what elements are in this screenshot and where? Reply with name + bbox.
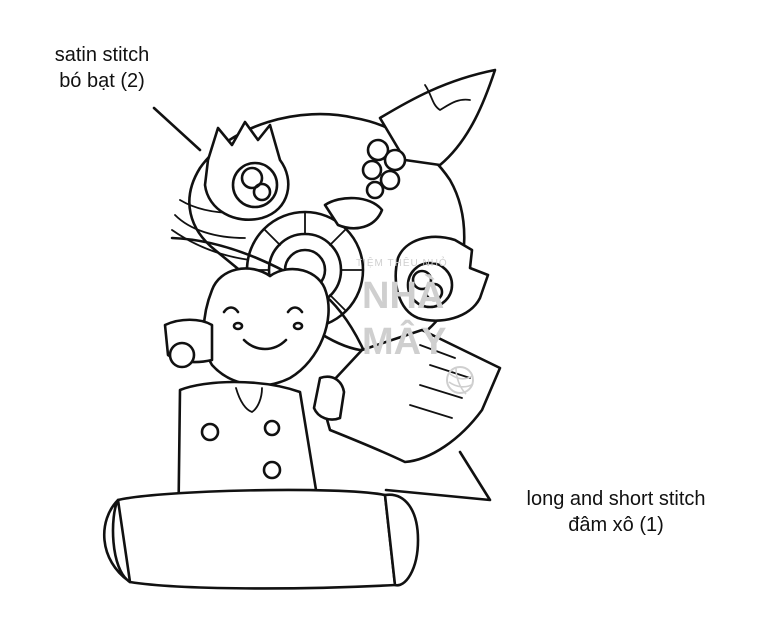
- lion-right-eye: [394, 235, 490, 322]
- watermark-small-text: TIỆM THÊU NHỎ: [356, 258, 448, 269]
- long-short-stitch-label-vi: đâm xô (1): [568, 514, 664, 536]
- long-short-stitch-label-en: long and short stitch: [526, 488, 706, 510]
- lion-left-eye: [203, 120, 290, 221]
- child-head: [202, 267, 330, 387]
- lion-grape-cluster: [361, 138, 407, 200]
- child-left-fist: [168, 341, 196, 369]
- satin-leader-line: [152, 106, 202, 152]
- long-short-stitch-label: long and short stitch đâm xô (1): [496, 486, 736, 538]
- horn-detail: [424, 84, 471, 111]
- lion-jaw-panel: [318, 328, 502, 464]
- satin-stitch-label: satin stitch bó bạt (2): [32, 42, 172, 94]
- watermark-big-text-1: NHÀ: [362, 275, 445, 317]
- satin-stitch-label-vi: bó bạt (2): [59, 70, 145, 92]
- yarn-ball-icon: [446, 366, 474, 395]
- watermark-big-text-2: MÂY: [362, 321, 447, 363]
- child-right-hand: [312, 375, 346, 421]
- lion-horn: [378, 68, 497, 167]
- scroll-base: [102, 488, 420, 590]
- satin-stitch-label-en: satin stitch: [54, 44, 150, 66]
- long-short-leader-line: [384, 450, 492, 502]
